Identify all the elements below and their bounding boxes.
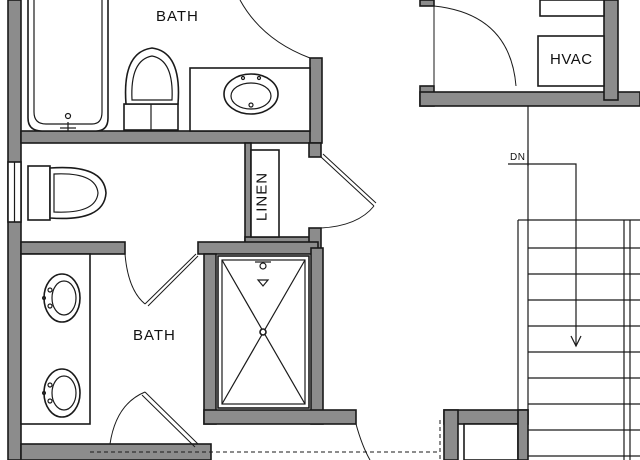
wall-hvac-top-stub [419,0,435,7]
wall-top-bath-east [309,57,323,144]
room-label-linen: LINEN [253,171,271,222]
linen-shelf [250,149,280,238]
wall-shower-east [310,247,324,425]
wall-shower-west [203,253,217,425]
toilet-wc-tank [27,165,51,221]
wall-lower-right-d [517,409,529,460]
room-label-bath-top: BATH [156,8,199,25]
west-wall [7,0,22,460]
wall-bottom-mid [203,409,357,425]
room-label-bath-mid: BATH [133,327,176,344]
door-bottom [355,423,371,460]
sink-lower-2 [43,368,81,418]
wall-hvac-bottom [419,91,640,107]
water-heater [539,0,605,17]
wall-linen-east [308,142,322,158]
door-top-bath [239,0,311,59]
sink-top [223,73,279,115]
door-lower-bath-top [144,253,197,305]
wall-bath-wc [20,130,322,144]
wall-lower-right-b [443,409,459,460]
wall-wc-lower-bath [20,241,126,255]
stairs-direction-label: DN [510,152,526,163]
dn-arrow [508,163,577,346]
toilet-top-bowl [124,47,180,105]
hvac-unit [537,35,605,87]
shower-drain [259,328,267,336]
door-linen [320,156,375,207]
wall-shower-top [197,241,319,255]
bathtub [27,0,109,132]
door-lower-bath-bottom [144,391,199,445]
staircase [517,106,640,460]
wall-linen-west [244,142,252,244]
toilet-wc-bowl [49,166,107,220]
wall-lower-right-c [463,423,519,460]
wall-hvac-east [603,0,619,101]
room-label-hvac: HVAC [550,51,593,68]
sink-lower-1 [43,273,81,323]
